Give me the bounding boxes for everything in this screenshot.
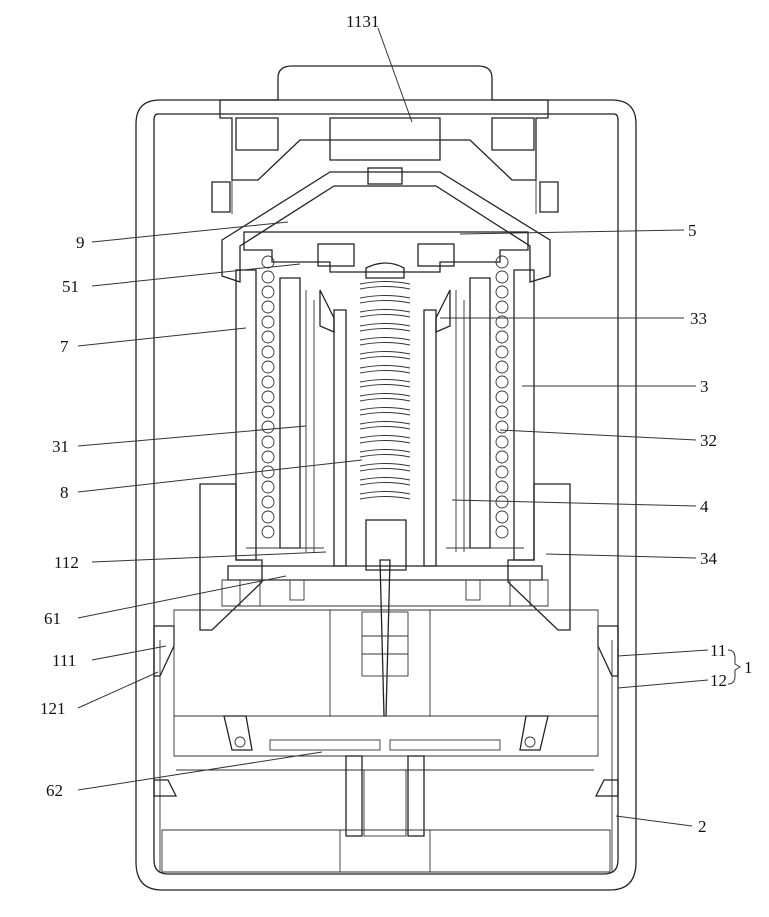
spring-coil-section <box>496 271 508 283</box>
center-spring-coil <box>360 394 410 402</box>
center-spring-coil <box>360 422 410 430</box>
outer-spring-7 <box>262 256 508 538</box>
spring-coil-section <box>496 496 508 508</box>
spring-coil-section <box>496 286 508 298</box>
label-32: 32 <box>700 431 717 450</box>
spring-coil-section <box>496 331 508 343</box>
leader-lines <box>78 28 740 826</box>
spring-coil-section <box>262 451 274 463</box>
spring-coil-section <box>262 421 274 433</box>
spring-coil-section <box>262 481 274 493</box>
spring-coil-section <box>262 286 274 298</box>
spring-coil-section <box>262 301 274 313</box>
center-spring-coil <box>360 450 410 458</box>
spring-coil-section <box>496 526 508 538</box>
piston-head-5 <box>244 232 528 272</box>
label-9: 9 <box>76 233 85 252</box>
label-61: 61 <box>44 609 61 628</box>
center-spring-coil <box>360 352 410 360</box>
top-cap-1131 <box>212 66 558 214</box>
center-spring-8 <box>360 263 410 499</box>
spring-coil-section <box>262 496 274 508</box>
label-11: 11 <box>710 641 726 660</box>
label-112: 112 <box>54 553 79 572</box>
spring-coil-section <box>496 421 508 433</box>
outer-housing <box>136 100 636 890</box>
spring-coil-section <box>262 361 274 373</box>
spring-coil-section <box>496 301 508 313</box>
label-121: 121 <box>40 699 66 718</box>
center-spring-coil <box>360 492 410 500</box>
spring-coil-section <box>262 511 274 523</box>
spring-coil-section <box>496 406 508 418</box>
center-spring-coil <box>360 296 410 304</box>
label-8: 8 <box>60 483 69 502</box>
label-5: 5 <box>688 221 697 240</box>
center-spring-coil <box>360 338 410 346</box>
spring-coil-section <box>496 481 508 493</box>
label-1131: 1131 <box>346 12 379 31</box>
spring-coil-section <box>496 361 508 373</box>
spring-coil-section <box>262 376 274 388</box>
spring-coil-section <box>496 511 508 523</box>
spring-coil-section <box>262 406 274 418</box>
spring-coil-section <box>496 466 508 478</box>
center-spring-coil <box>360 478 410 486</box>
center-spring-coil <box>360 310 410 318</box>
label-34: 34 <box>700 549 718 568</box>
center-spring-coil <box>360 324 410 332</box>
spring-coil-section <box>496 451 508 463</box>
label-1: 1 <box>744 658 753 677</box>
spring-coil-section <box>262 391 274 403</box>
spring-coil-section <box>496 346 508 358</box>
center-spring-coil <box>360 408 410 416</box>
label-4: 4 <box>700 497 709 516</box>
spring-coil-section <box>262 346 274 358</box>
spring-coil-section <box>262 271 274 283</box>
label-51: 51 <box>62 277 79 296</box>
label-12: 12 <box>710 671 727 690</box>
spring-coil-section <box>262 526 274 538</box>
center-spring-coil <box>360 380 410 388</box>
spring-coil-section <box>262 466 274 478</box>
spring-coil-section <box>496 391 508 403</box>
label-33: 33 <box>690 309 707 328</box>
label-62: 62 <box>46 781 63 800</box>
center-spring-coil <box>360 436 410 444</box>
label-3: 3 <box>700 377 709 396</box>
cone-diaphragm-9 <box>222 168 550 282</box>
spring-coil-section <box>262 331 274 343</box>
spring-coil-section <box>262 436 274 448</box>
label-2: 2 <box>698 817 707 836</box>
center-spring-coil <box>360 282 410 290</box>
spring-coil-section <box>496 376 508 388</box>
center-spring-coil <box>360 366 410 374</box>
reference-numerals: 1131 9 5 51 33 7 3 31 32 8 4 112 34 61 1… <box>40 12 753 836</box>
center-spring-coil <box>360 464 410 472</box>
label-111: 111 <box>52 651 76 670</box>
label-31: 31 <box>52 437 69 456</box>
piercing-needle <box>362 520 408 716</box>
label-7: 7 <box>60 337 69 356</box>
spring-coil-section <box>496 436 508 448</box>
lower-base-62 <box>162 716 610 872</box>
spring-coil-section <box>262 316 274 328</box>
